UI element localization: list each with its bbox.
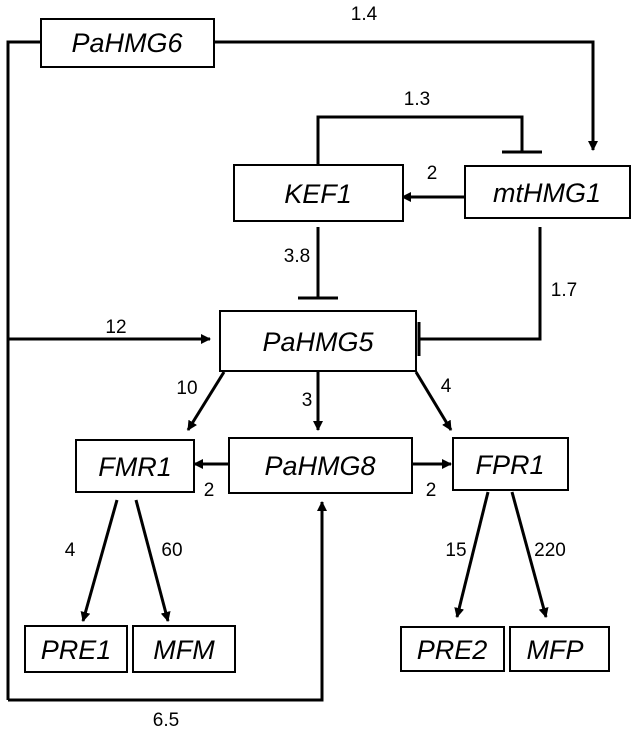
edge-label-12: 12	[105, 317, 126, 338]
node-mfm-box	[132, 625, 236, 673]
edge-fpr1-to-mfp	[510, 491, 549, 618]
edge-label-3: 3	[302, 390, 313, 411]
node-pre2-box	[400, 626, 505, 672]
edge-pahmg6-to-pahmg8	[8, 501, 327, 702]
node-pahmg8-label: PaHMG8	[264, 451, 375, 481]
node-mfp-label: MFP	[527, 635, 584, 665]
node-pre2-label: PRE2	[417, 635, 488, 665]
edge-kef1-inhibits-mthmg1	[316, 115, 524, 165]
node-pahmg6-box	[40, 18, 215, 68]
edge-label-2-fmr1: 2	[204, 480, 215, 501]
node-mfp: MFP	[509, 626, 610, 672]
node-fmr1: FMR1	[75, 439, 195, 493]
edge-label-6-5: 6.5	[153, 710, 179, 731]
edge-mthmg1-inhibits-pahmg5	[419, 227, 542, 341]
node-mthmg1-label: mtHMG1	[493, 178, 601, 208]
node-pahmg5-label: PaHMG5	[262, 327, 374, 357]
node-fpr1-box	[452, 437, 569, 491]
edge-fmr1-to-mfm	[134, 499, 171, 622]
node-fpr1-label: FPR1	[475, 450, 544, 480]
node-fmr1-label: FMR1	[98, 452, 172, 482]
node-fmr1-box	[75, 439, 195, 493]
node-mthmg1: mtHMG1	[464, 165, 631, 219]
node-kef1-label: KEF1	[284, 179, 352, 209]
edge-label-3-8: 3.8	[284, 246, 310, 267]
node-pre1-box	[24, 625, 128, 673]
edge-label-4-pre1: 4	[65, 540, 76, 561]
edge-fpr1-to-pre2	[454, 491, 490, 618]
edge-label-60: 60	[161, 540, 182, 561]
edge-label-1-3: 1.3	[404, 89, 430, 110]
edge-fmr1-to-pre1	[80, 499, 119, 622]
edge-label-2-kef1: 2	[427, 163, 438, 184]
node-pahmg8-box	[228, 437, 413, 494]
edge-label-1-7: 1.7	[551, 280, 577, 301]
node-mthmg1-box	[464, 165, 631, 219]
node-pre1-label: PRE1	[41, 635, 112, 665]
edge-label-2-fpr1: 2	[426, 480, 437, 501]
edge-label-220: 220	[534, 540, 566, 561]
node-pahmg5: PaHMG5	[219, 310, 417, 372]
edge-label-15: 15	[445, 540, 466, 561]
edge-label-4-fpr1: 4	[441, 376, 452, 397]
node-pahmg5-box	[219, 310, 417, 372]
node-mfp-box	[509, 626, 610, 672]
edge-pahmg5-to-fpr1	[414, 371, 453, 431]
edge-label-1-4: 1.4	[351, 4, 378, 25]
node-mfm-label: MFM	[153, 635, 215, 665]
edge-pahmg6-to-mthmg1	[214, 40, 598, 151]
edge-pahmg5-to-fmr1	[186, 371, 226, 431]
node-mfm: MFM	[132, 625, 236, 673]
node-pahmg8: PaHMG8	[228, 437, 413, 494]
node-kef1: KEF1	[233, 164, 404, 222]
edge-label-10: 10	[176, 378, 197, 399]
node-pahmg6-label: PaHMG6	[71, 28, 183, 58]
node-pahmg6: PaHMG6	[40, 18, 215, 68]
node-kef1-box	[233, 164, 404, 222]
node-pre2: PRE2	[400, 626, 505, 672]
node-pre1: PRE1	[24, 625, 128, 673]
node-fpr1: FPR1	[452, 437, 569, 491]
edge-pahmg6-trunk	[6, 40, 41, 700]
